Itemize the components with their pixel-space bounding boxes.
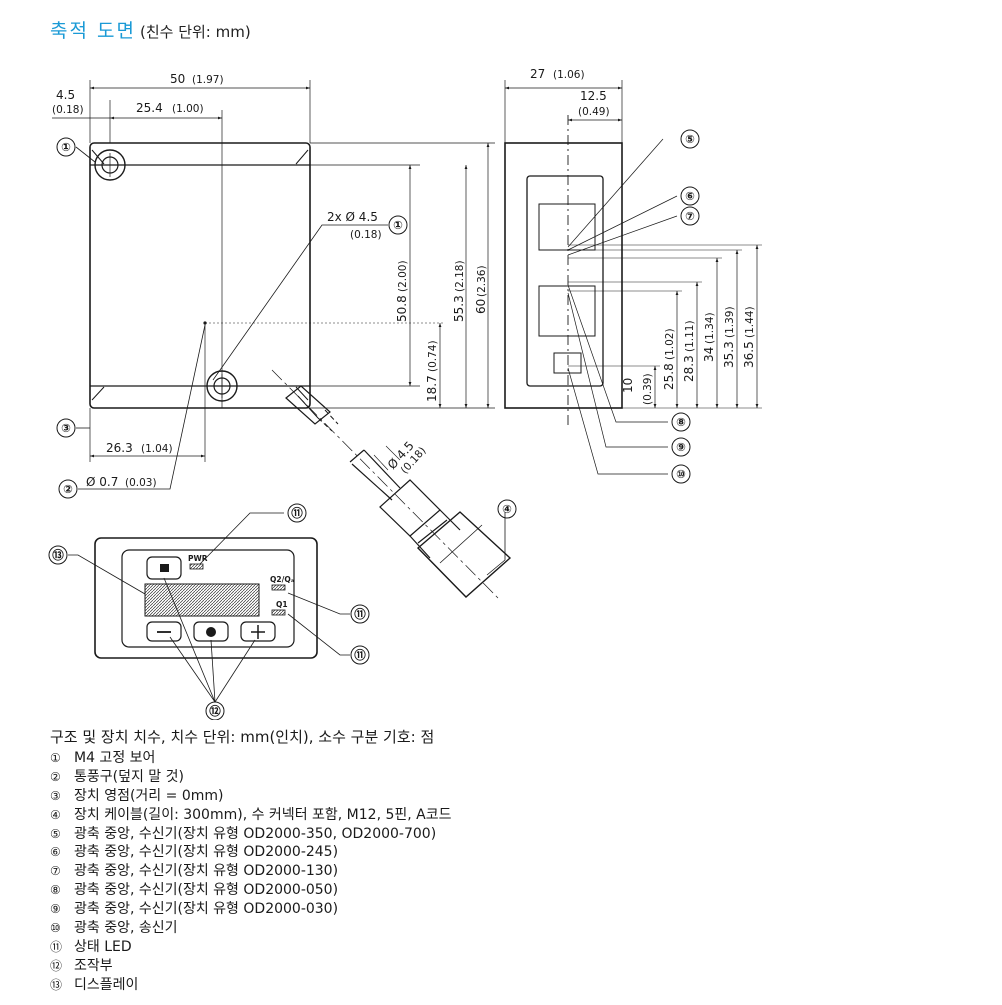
front-housing bbox=[89, 142, 311, 409]
title-sub: (친수 단위: mm) bbox=[139, 23, 251, 41]
dim-v2: 25.8 bbox=[662, 363, 676, 390]
callout-4: ④ bbox=[502, 502, 512, 516]
dim-axis-offset-in: (0.49) bbox=[578, 106, 610, 118]
emitter bbox=[553, 352, 582, 374]
set-button[interactable] bbox=[146, 556, 182, 580]
callout-10: ⑩ bbox=[676, 467, 686, 481]
dim-h4-in: (0.74) bbox=[427, 340, 439, 372]
dim-h1-in: (2.00) bbox=[397, 260, 409, 292]
dim-v5: 35.3 bbox=[722, 341, 736, 368]
legend: 구조 및 장치 치수, 치수 단위: mm(인치), 소수 구분 기호: 점 ①… bbox=[50, 728, 452, 995]
callout-12: ⑫ bbox=[209, 704, 221, 718]
dimension-drawing: 50 (1.97) 4.5 (0.18) 25.4 (1.00) 2x Ø 4.… bbox=[48, 67, 762, 720]
q2-led bbox=[271, 584, 286, 591]
optics-window bbox=[526, 175, 604, 387]
mounting-hole-top bbox=[94, 149, 126, 181]
dim-depth: 27 bbox=[530, 67, 545, 81]
callout-2: ② bbox=[63, 482, 73, 496]
callout-5: ⑤ bbox=[685, 132, 695, 146]
dim-v4: 34 bbox=[702, 347, 716, 362]
callout-7: ⑦ bbox=[685, 209, 695, 223]
dim-axis-offset: 12.5 bbox=[580, 89, 607, 103]
dim-edge-offset-in: (0.18) bbox=[52, 104, 84, 116]
dim-h4: 18.7 bbox=[425, 375, 439, 402]
front-view bbox=[52, 80, 512, 601]
dim-hole-spacing: 25.4 bbox=[136, 101, 163, 115]
dim-v1: 10 bbox=[621, 378, 635, 393]
dim-v3: 28.3 bbox=[682, 355, 696, 382]
pwr-label: PWR bbox=[188, 554, 208, 563]
dim-v4-in: (1.34) bbox=[704, 312, 716, 344]
side-view bbox=[504, 80, 762, 475]
ok-button[interactable] bbox=[193, 621, 229, 642]
dim-v5-in: (1.39) bbox=[724, 306, 736, 338]
dim-v3-in: (1.11) bbox=[684, 320, 696, 352]
panel-labels: PWR Q2/Qₐ Q1 ⑪ ⑪ ⑪ ⑬ ⑫ bbox=[48, 503, 370, 720]
title-main: 축적 도면 bbox=[50, 20, 136, 42]
dim-v6-in: (1.44) bbox=[744, 306, 756, 338]
plus-button[interactable] bbox=[240, 621, 276, 642]
dim-h3-in: (2.36) bbox=[476, 265, 488, 297]
dim-x-ref-in: (1.04) bbox=[141, 443, 173, 455]
dim-v1-in: (0.39) bbox=[642, 373, 654, 405]
side-housing bbox=[504, 142, 623, 409]
dim-edge-offset: 4.5 bbox=[56, 88, 75, 102]
callout-1-b: ① bbox=[393, 218, 403, 232]
dim-h2: 55.3 bbox=[452, 295, 466, 322]
dim-width: 50 bbox=[170, 72, 185, 86]
q1-led bbox=[271, 609, 286, 616]
side-view-labels: 27 (1.06) 12.5 (0.49) 10 (0.39) 25.8 (1.0… bbox=[530, 67, 756, 484]
callout-13: ⑬ bbox=[52, 548, 64, 562]
callout-3: ③ bbox=[61, 421, 71, 435]
callout-8: ⑧ bbox=[676, 415, 686, 429]
operating-panel bbox=[68, 512, 350, 703]
callout-9: ⑨ bbox=[676, 440, 686, 454]
callout-11-b: ⑪ bbox=[354, 607, 366, 621]
front-view-labels: 50 (1.97) 4.5 (0.18) 25.4 (1.00) 2x Ø 4.… bbox=[52, 72, 517, 519]
dim-hole-spacing-in: (1.00) bbox=[172, 103, 204, 115]
q2-label: Q2/Qₐ bbox=[270, 575, 295, 584]
display bbox=[144, 583, 260, 617]
dim-h1: 50.8 bbox=[395, 295, 409, 322]
dim-width-in: (1.97) bbox=[192, 74, 224, 86]
callout-1-a: ① bbox=[61, 140, 71, 154]
pwr-led bbox=[189, 563, 204, 570]
dim-h3: 60 bbox=[474, 299, 488, 314]
page-title: 축적 도면(친수 단위: mm) bbox=[50, 16, 251, 43]
dim-depth-in: (1.06) bbox=[553, 69, 585, 81]
dim-v2-in: (1.02) bbox=[664, 328, 676, 360]
legend-heading: 구조 및 장치 치수, 치수 단위: mm(인치), 소수 구분 기호: 점 bbox=[50, 728, 435, 746]
callout-6: ⑥ bbox=[685, 189, 695, 203]
dim-vent-dia: Ø 0.7 bbox=[86, 475, 118, 489]
dim-x-ref: 26.3 bbox=[106, 441, 133, 455]
dim-hole-dia: 2x Ø 4.5 bbox=[327, 210, 378, 224]
dim-v6: 36.5 bbox=[742, 341, 756, 368]
callout-11-a: ⑪ bbox=[291, 506, 303, 520]
minus-button[interactable] bbox=[146, 621, 182, 642]
callout-11-c: ⑪ bbox=[354, 648, 366, 662]
dim-hole-dia-in: (0.18) bbox=[350, 229, 382, 241]
dim-vent-dia-in: (0.03) bbox=[125, 477, 157, 489]
q1-label: Q1 bbox=[276, 600, 288, 609]
dim-h2-in: (2.18) bbox=[454, 260, 466, 292]
device-cable bbox=[271, 369, 512, 601]
